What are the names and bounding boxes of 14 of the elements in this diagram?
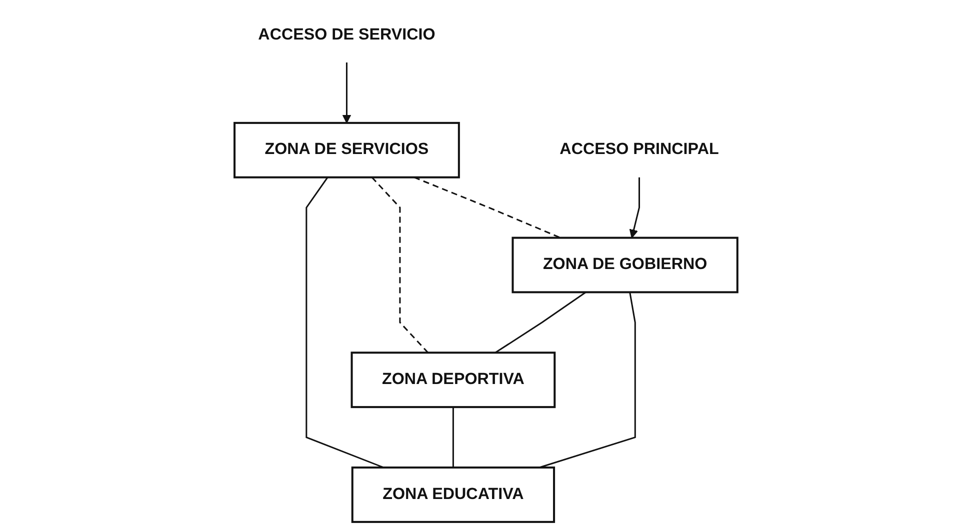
connector [452, 407, 454, 468]
arrow [629, 177, 640, 238]
node-box: ZONA DE GOBIERNO [512, 236, 738, 294]
connector [494, 292, 586, 354]
node-box: ZONA EDUCATIVA [351, 466, 556, 523]
node-text: ACCESO PRINCIPAL [560, 141, 719, 158]
connector [371, 176, 429, 354]
connector [414, 176, 561, 238]
connector [306, 176, 384, 468]
node-box: ZONA DEPORTIVA [350, 352, 556, 408]
arrow [342, 62, 352, 124]
node-text: ACCESO DE SERVICIO [258, 26, 436, 44]
connector [539, 292, 636, 468]
node-box: ZONA DE SERVICIOS [234, 122, 460, 178]
